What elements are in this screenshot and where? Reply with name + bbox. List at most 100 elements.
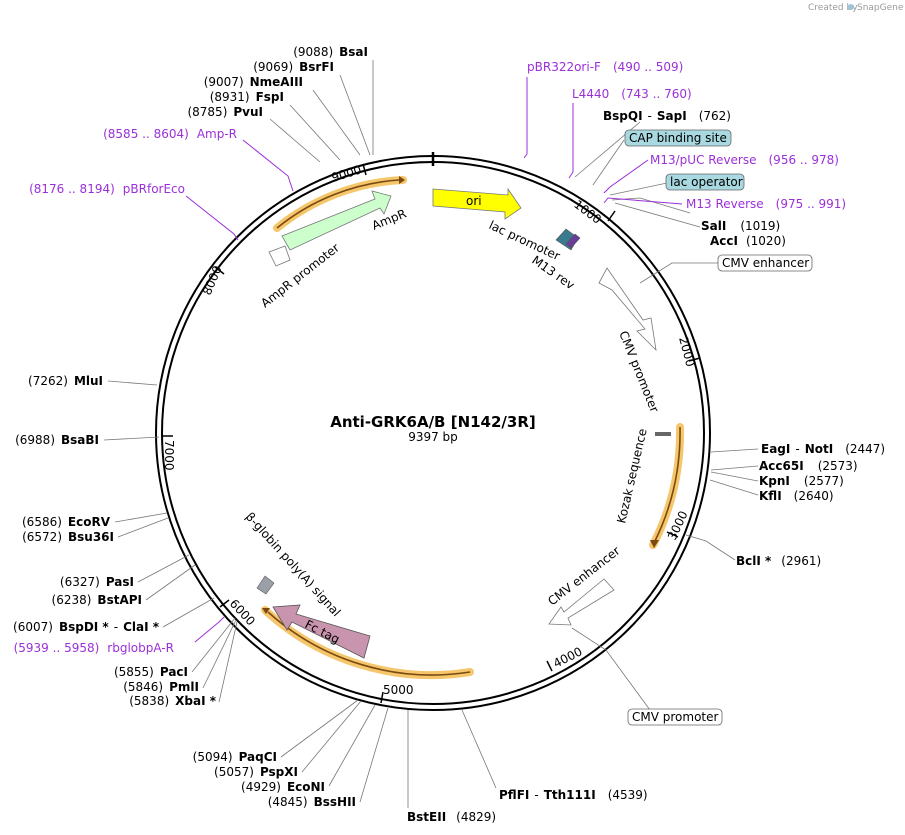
site-paci[interactable]: (5855)PacI <box>114 665 188 679</box>
leader-line <box>461 709 497 789</box>
cap-box[interactable] <box>624 129 732 147</box>
tick-mark <box>362 163 367 176</box>
leader-line <box>218 621 238 703</box>
cmv-enhancer-feature[interactable] <box>548 578 615 626</box>
leader-line <box>710 471 759 482</box>
leader-line <box>592 139 625 186</box>
primer-leader-rbglobpa <box>194 616 225 643</box>
created-by-label: Created by <box>808 3 858 13</box>
tick-mark <box>688 357 701 362</box>
leader-line <box>301 700 362 773</box>
site-bspdi-clai[interactable]: (6007)BspDI *-ClaI * <box>13 620 160 634</box>
leader-line <box>269 118 321 163</box>
ori-label: ori <box>466 194 482 208</box>
site-pspxi[interactable]: (5057)PspXI <box>214 765 298 779</box>
primer-m13rev[interactable]: M13 Reverse(975 .. 991) <box>686 197 846 211</box>
site-eagi-noti[interactable]: EagI-NotI(2447) <box>761 442 885 456</box>
site-bstapi[interactable]: (6238)BstAPI <box>52 593 142 607</box>
primer-pbrforeco[interactable]: (8176 .. 8194)pBRforEco <box>29 182 185 196</box>
snapgene-logo: SnapGene <box>857 3 904 13</box>
site-bsabi[interactable]: (6988)BsaBI <box>15 433 99 447</box>
site-kfli[interactable]: KflI(2640) <box>759 489 834 503</box>
site-sali[interactable]: SalI(1019) <box>701 219 780 233</box>
primer-m13puc[interactable]: M13/pUC Reverse(956 .. 978) <box>650 153 839 167</box>
cmv-promoter-box-label: CMV promoter <box>632 710 719 724</box>
ori-feature[interactable] <box>432 187 522 220</box>
primer-ampr[interactable]: (8585 .. 8604)Amp-R <box>103 127 237 141</box>
left-sites: (9088)BsaI (9069)BsrFI (9007)NmeAIII (89… <box>13 45 368 809</box>
cmv-promoter-box[interactable] <box>627 708 723 726</box>
lac-promoter-label: lac promoter <box>487 218 563 263</box>
site-nmeaiii[interactable]: (9007)NmeAIII <box>204 75 303 89</box>
site-bspqi-sapi[interactable]: BspQI-SapI(762) <box>603 109 731 123</box>
tick-mark <box>546 660 553 672</box>
site-bsrfi[interactable]: (9069)BsrFI <box>253 60 334 74</box>
site-econi[interactable]: (4929)EcoNI <box>241 780 325 794</box>
leader-line <box>359 707 389 803</box>
site-pflfi-tth111i[interactable]: PflFI-Tth111I(4539) <box>499 788 648 802</box>
site-fspi[interactable]: (8931)FspI <box>210 90 284 104</box>
orf-arc-cds <box>654 426 681 542</box>
kozak-feature[interactable] <box>655 432 671 436</box>
m13-rev-feature[interactable] <box>565 233 581 249</box>
site-kpni[interactable]: KpnI(2577) <box>759 474 844 488</box>
tick-mark <box>607 210 616 222</box>
primer-rbglobpa[interactable]: (5939 .. 5958)rbglobpA-R <box>14 641 174 655</box>
tick-mark <box>380 691 384 704</box>
cap-label: CAP binding site <box>629 131 727 145</box>
primer-l4440[interactable]: L4440(743 .. 760) <box>572 87 692 101</box>
leader-line <box>289 104 341 161</box>
tick-mark <box>214 266 225 275</box>
lac-operator-box[interactable] <box>665 173 745 191</box>
site-xbai[interactable]: (5838)XbaI * <box>129 694 216 708</box>
fc-tag-feature[interactable] <box>272 604 371 659</box>
site-pmli[interactable]: (5846)PmlI <box>123 680 199 694</box>
site-paqci[interactable]: (5094)PaqCI <box>193 750 277 764</box>
cmv-enhancer-box-label: CMV enhancer <box>722 256 809 270</box>
ampr-promoter-feature[interactable] <box>268 245 291 267</box>
primer-leader-ampr <box>242 139 294 192</box>
orf-highlights <box>261 176 685 680</box>
orf-arrow-cds <box>650 540 659 548</box>
orf-arrow-ampr <box>399 176 405 184</box>
ampr-feature[interactable] <box>281 190 392 251</box>
primer-leader-l4440 <box>568 103 574 179</box>
site-acc65i[interactable]: Acc65I(2573) <box>759 459 858 473</box>
site-bsteii[interactable]: BstEII(4829) <box>407 810 496 824</box>
boxed-labels: CAP binding site lac operator CMV enhanc… <box>624 129 813 726</box>
site-bsu36i[interactable]: (6572)Bsu36I <box>22 530 114 544</box>
primer-pbr322ori[interactable]: pBR322ori-F(490 .. 509) <box>527 60 683 74</box>
leader-line <box>162 597 215 628</box>
leader-line <box>117 517 169 538</box>
snapgene-icon <box>848 4 854 10</box>
primer-leaders <box>185 77 683 643</box>
site-ecorv[interactable]: (6586)EcoRV <box>22 515 111 529</box>
leader-line <box>312 89 361 156</box>
site-acci[interactable]: AccI(1020) <box>710 234 786 248</box>
leader-line <box>107 380 158 386</box>
leader-line <box>710 465 759 471</box>
leader-line <box>191 617 236 673</box>
site-bcli[interactable]: BclI *(2961) <box>736 554 821 568</box>
bglobin-label: β-globin poly(A) signal <box>243 510 344 620</box>
primer-leader-m13rev <box>603 197 683 205</box>
tick-mark <box>219 599 230 608</box>
leader-line <box>709 479 759 496</box>
primer-leader-pbrforeco <box>185 195 239 241</box>
plasmid-size: 9397 bp <box>408 430 458 444</box>
leader-line <box>137 554 190 583</box>
site-mlui[interactable]: (7262)MluI <box>28 374 103 388</box>
leader-line <box>571 627 651 711</box>
site-bsshii[interactable]: (4845)BssHII <box>268 795 356 809</box>
site-bsai[interactable]: (9088)BsaI <box>293 45 368 59</box>
leader-line <box>614 202 701 228</box>
leader-line <box>710 448 759 453</box>
site-pvui[interactable]: (8785)PvuI <box>187 105 263 119</box>
cmv-promoter-feature[interactable] <box>598 267 657 352</box>
lac-operator-label: lac operator <box>670 175 743 189</box>
site-pasi[interactable]: (6327)PasI <box>60 575 134 589</box>
primer-labels: pBR322ori-F(490 .. 509) L4440(743 .. 760… <box>14 60 847 655</box>
leader-line <box>202 619 237 689</box>
cmv-enhancer-box[interactable] <box>717 254 813 272</box>
bglobin-feature[interactable] <box>256 575 275 595</box>
